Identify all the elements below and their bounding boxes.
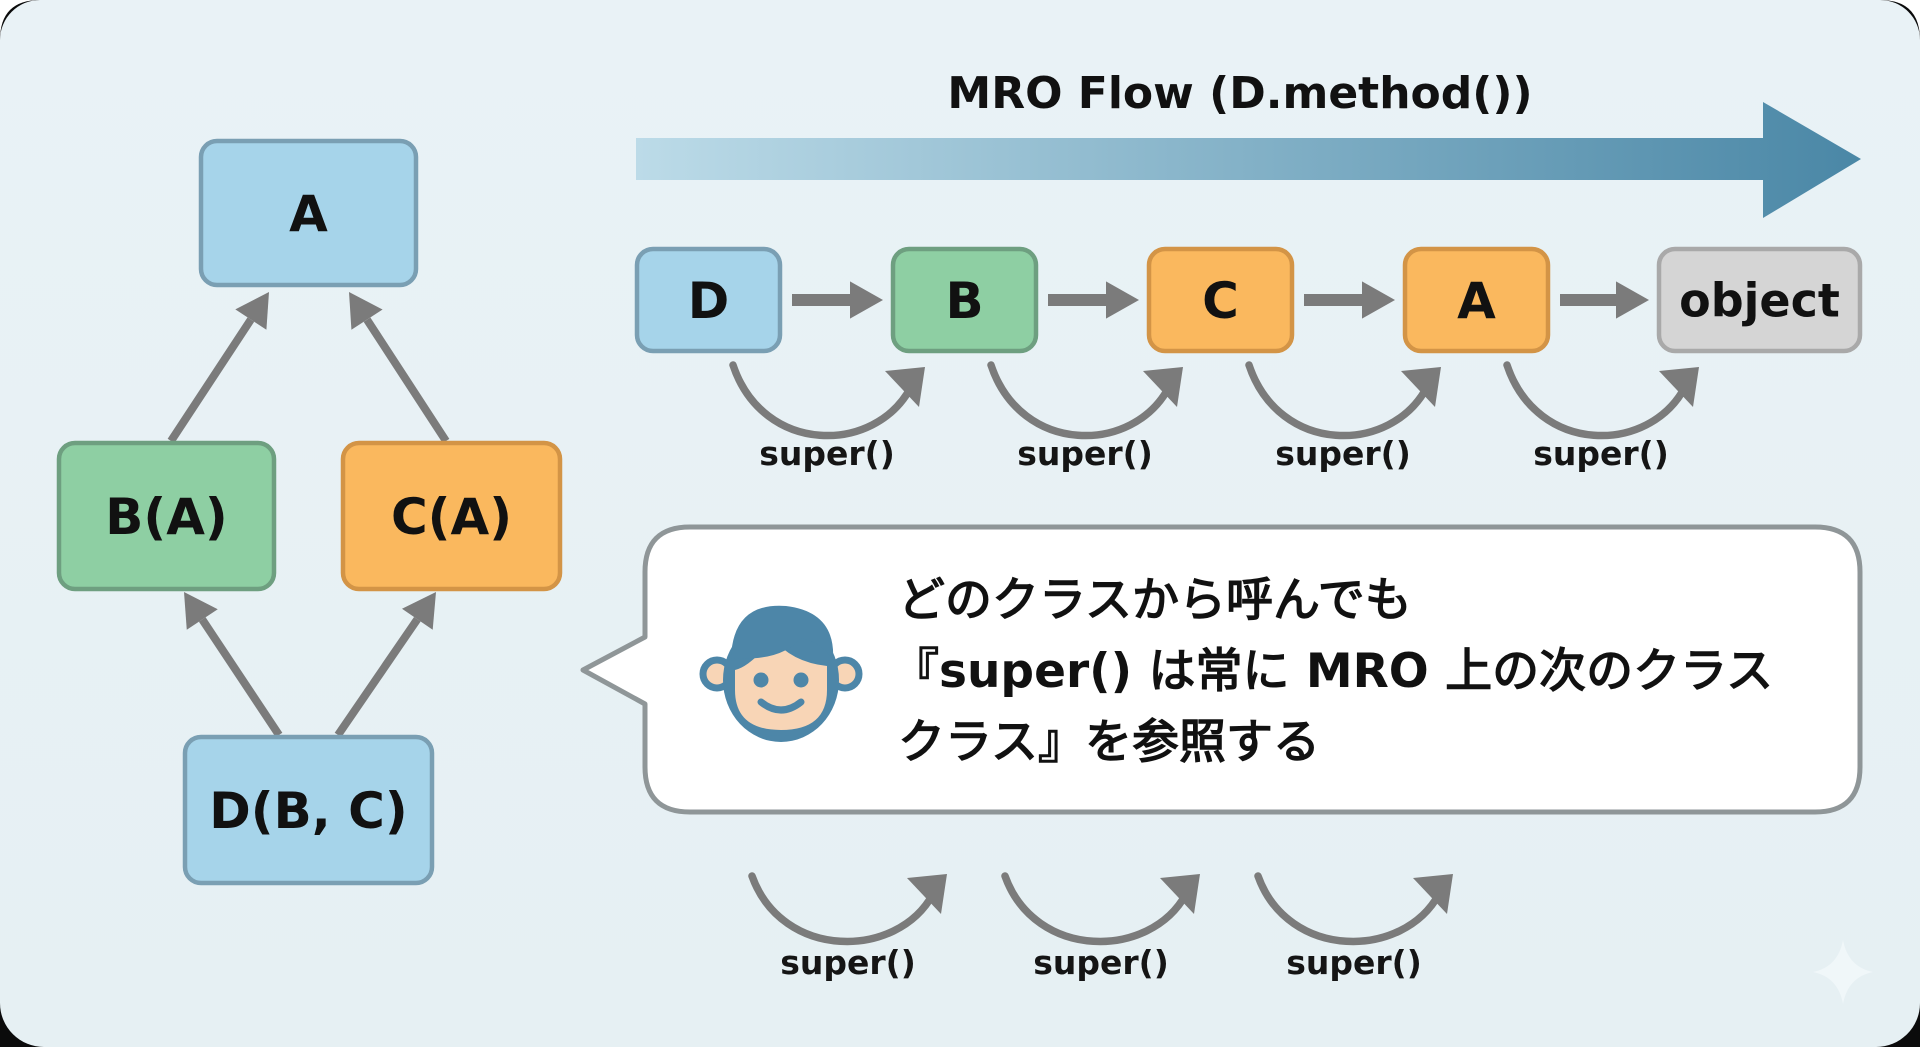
mro-next-arrow <box>1560 281 1649 319</box>
class-node-C-label: C(A) <box>391 488 512 546</box>
mro-node-A: A <box>1402 246 1551 354</box>
sparkle-icon <box>1813 940 1873 1004</box>
inherits-arrow-D-C <box>334 592 436 738</box>
class-node-A: A <box>198 138 419 288</box>
mro-node-D: D <box>634 246 783 354</box>
super-curve-arrow <box>729 361 925 440</box>
mro-node-B: B <box>890 246 1039 354</box>
super-call-label: super() <box>1533 434 1669 473</box>
super-call-label: super() <box>759 434 895 473</box>
bubble-line: クラス』を参照する <box>898 715 1321 770</box>
super-curve-arrow <box>1245 361 1441 440</box>
bubble-line: 『super() は常に MRO 上の次のクラス <box>892 644 1774 699</box>
super-curve-arrow <box>1503 361 1699 440</box>
hierarchy-edges <box>167 292 450 738</box>
hierarchy-nodes: A B(A) C(A) D(B, C) <box>56 138 563 886</box>
mro-node-C: C <box>1146 246 1295 354</box>
super-curve-arrow <box>1001 872 1200 946</box>
super-curve-arrow <box>748 872 947 946</box>
mro-node-object-label: object <box>1679 274 1840 328</box>
mro-node-A-label: A <box>1457 272 1496 330</box>
smiling-person-icon <box>699 605 863 742</box>
flow-title: MRO Flow (D.method()) <box>947 68 1532 119</box>
class-node-D-label: D(B, C) <box>209 782 407 840</box>
super-call-label: super() <box>1286 943 1422 982</box>
class-node-D: D(B, C) <box>182 734 435 886</box>
inherits-arrow-D-B <box>184 592 283 738</box>
mro-node-D-label: D <box>688 272 730 330</box>
super-curve-arrow <box>1254 872 1453 946</box>
inherits-arrow-B-A <box>167 292 269 444</box>
mro-node-object: object <box>1656 246 1863 354</box>
bubble-message: どのクラスから呼んでも 『super() は常に MRO 上の次のクラス クラス… <box>892 565 1848 778</box>
mro-chain-arrows <box>792 281 1649 319</box>
class-node-B: B(A) <box>56 440 277 592</box>
inherits-arrow-C-A <box>349 292 450 444</box>
super-call-label: super() <box>1033 943 1169 982</box>
super-call-label: super() <box>1275 434 1411 473</box>
flow-direction-arrow <box>636 102 1861 218</box>
class-node-A-label: A <box>289 185 328 243</box>
class-node-C: C(A) <box>340 440 563 592</box>
mro-next-arrow <box>1048 281 1139 319</box>
mro-next-arrow <box>792 281 883 319</box>
class-node-B-label: B(A) <box>105 488 228 546</box>
super-curve-arrow <box>987 361 1183 440</box>
super-calls-bottom: super() super() super() <box>748 872 1453 982</box>
mro-node-B-label: B <box>945 272 983 330</box>
mro-next-arrow <box>1304 281 1395 319</box>
super-call-label: super() <box>780 943 916 982</box>
super-calls-top: super() super() super() super() <box>729 361 1699 473</box>
speech-bubble <box>580 524 1863 815</box>
bubble-line: どのクラスから呼んでも <box>898 573 1412 628</box>
mro-node-C-label: C <box>1202 272 1239 330</box>
super-call-label: super() <box>1017 434 1153 473</box>
